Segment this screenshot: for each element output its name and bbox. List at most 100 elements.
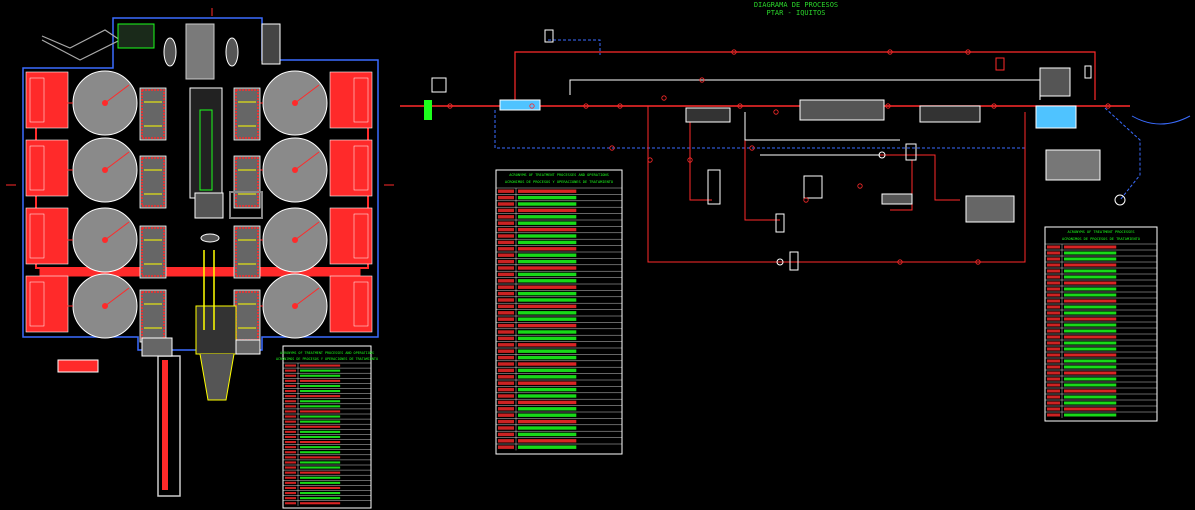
table-row-text <box>518 304 577 309</box>
table-row-code <box>1047 281 1060 285</box>
river-outfall <box>1131 115 1191 125</box>
table-row-code <box>1047 395 1060 399</box>
table-row-code <box>1047 293 1060 297</box>
flow-marker <box>991 103 997 109</box>
side-block-right-inner <box>353 145 369 191</box>
table-row-text <box>518 240 577 245</box>
white-line-1 <box>744 112 900 156</box>
table-row-code <box>285 400 296 403</box>
sludge-line-c <box>744 112 780 221</box>
flow-marker <box>687 157 693 163</box>
table-row-code <box>1047 389 1060 393</box>
center-loop <box>229 191 263 219</box>
aeration-basin <box>139 87 167 141</box>
table-row-code <box>498 202 514 206</box>
table-row-code <box>498 439 514 443</box>
side-block-left <box>25 275 69 333</box>
plan-legend-box <box>57 359 99 373</box>
table-row-text <box>300 405 341 408</box>
table-row-code <box>498 272 514 277</box>
table-row-code <box>498 330 514 334</box>
table-row-code <box>1047 341 1060 345</box>
side-block-left <box>25 71 69 129</box>
side-block-left <box>25 207 69 265</box>
table-row-code <box>498 311 514 315</box>
table-row-text <box>300 384 341 387</box>
table-row-code <box>498 285 514 289</box>
table-row-text <box>518 202 577 206</box>
table-row-text <box>1064 323 1117 327</box>
table-row-text <box>518 298 577 302</box>
table-row-text <box>518 355 577 360</box>
table-row-text <box>300 497 341 500</box>
aeration-basin <box>139 289 167 343</box>
table-row-text <box>518 266 577 270</box>
table-row-code <box>498 259 514 264</box>
acronym-table-middle: ACRONYMS OF TREATMENT PROCESSES AND OPER… <box>495 169 623 455</box>
table-row-text <box>518 189 577 193</box>
table-row-text <box>1064 401 1117 405</box>
table-row-text <box>518 445 577 449</box>
table-row-text <box>300 400 341 403</box>
table-row-code <box>285 415 296 418</box>
table-row-text <box>1064 347 1117 351</box>
table-row-text <box>518 413 577 417</box>
table-row-code <box>285 420 296 423</box>
chem-tank <box>1084 65 1092 79</box>
flow-marker <box>885 103 891 109</box>
table-row-code <box>498 432 514 437</box>
table-row-code <box>1047 311 1060 315</box>
table-row-code <box>498 336 514 341</box>
tank-vertical-3 <box>789 251 799 271</box>
table-row-text <box>518 208 577 213</box>
basin-diffusers <box>235 89 259 139</box>
table-row-code <box>498 343 514 347</box>
basin-diffusers <box>141 157 165 207</box>
sludge-line-d <box>880 154 960 211</box>
clarifier-arm <box>104 287 130 307</box>
table-row-text <box>300 441 341 444</box>
bottom-bldg-2 <box>235 339 261 355</box>
central-collector-pipe <box>39 267 361 277</box>
table-row-code <box>285 405 296 408</box>
table-row-text <box>518 349 577 353</box>
access-road <box>41 29 122 61</box>
flow-marker <box>583 103 589 109</box>
table-row-code <box>498 419 514 424</box>
table-row-code <box>285 430 296 433</box>
sludge-line-a <box>647 106 800 263</box>
table-row-code <box>1047 299 1060 303</box>
table-row-code <box>498 304 514 309</box>
aeration-basin <box>139 225 167 279</box>
table-row-code <box>1047 353 1060 357</box>
table-row-text <box>1064 371 1117 375</box>
table-row-code <box>285 384 296 387</box>
table-row-text <box>518 387 577 392</box>
table-row-text <box>300 430 341 433</box>
table-row-code <box>498 394 514 398</box>
table-row-code <box>285 364 296 367</box>
table-row-text <box>518 362 577 366</box>
flow-marker <box>737 103 743 109</box>
tank-vertical-4 <box>905 143 917 161</box>
table-row-code <box>498 323 514 328</box>
table-row-text <box>1064 245 1117 249</box>
table-row-code <box>498 317 514 321</box>
side-block-right-inner <box>353 281 369 327</box>
table-row-text <box>1064 377 1117 381</box>
table-row-code <box>498 413 514 417</box>
table-middle-header2: ACRONIMOS DE PROCESOS Y OPERACIONES DE T… <box>505 180 613 184</box>
table-row-code <box>285 446 296 449</box>
table-row-code <box>1047 257 1060 261</box>
table-row-text <box>300 476 341 479</box>
table-row-text <box>1064 389 1117 393</box>
diagram-title-line1: DIAGRAMA DE PROCESOS <box>754 1 838 9</box>
table-row-text <box>1064 305 1117 309</box>
outfall-node <box>1114 194 1126 206</box>
table-row-text <box>518 426 577 430</box>
return-line-top <box>514 51 1096 100</box>
table-row-text <box>300 425 341 428</box>
control-building <box>1039 67 1071 97</box>
table-row-code <box>285 369 296 372</box>
